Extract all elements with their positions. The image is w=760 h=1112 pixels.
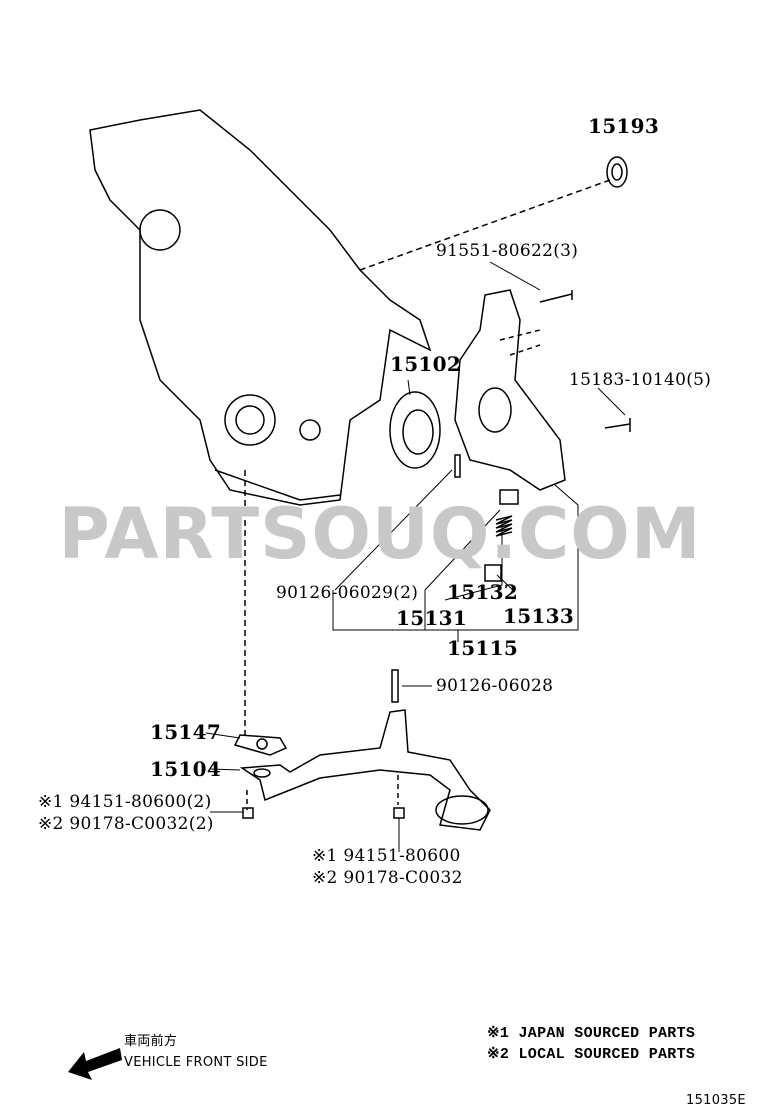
- legend-note-japan: ※1 JAPAN SOURCED PARTS: [487, 1025, 696, 1042]
- spring: [495, 515, 513, 537]
- oil-seal: [606, 156, 628, 188]
- part-label-91551-80622[interactable]: 91551-80622(3): [436, 241, 579, 261]
- vehicle-front-arrow-icon: [68, 1048, 122, 1080]
- part-label-15115[interactable]: 15115: [447, 636, 519, 660]
- part-label-nut-left-japan[interactable]: ※1 94151-80600(2): [38, 792, 212, 812]
- nut-right: [393, 807, 405, 819]
- direction-english: VEHICLE FRONT SIDE: [124, 1055, 268, 1070]
- direction-japanese: 車両前方: [124, 1034, 178, 1049]
- part-label-15104[interactable]: 15104: [150, 757, 222, 781]
- legend-note-local: ※2 LOCAL SOURCED PARTS: [487, 1046, 696, 1063]
- timing-cover: [89, 109, 432, 506]
- part-label-15193[interactable]: 15193: [588, 114, 660, 138]
- stud-90126: [391, 669, 399, 703]
- diagram-id: 151035E: [686, 1093, 746, 1108]
- part-label-nut-left-local[interactable]: ※2 90178-C0032(2): [38, 814, 214, 834]
- part-label-15132[interactable]: 15132: [447, 580, 519, 604]
- part-label-15102[interactable]: 15102: [390, 352, 462, 376]
- watermark: PARTSOUQ.COM: [58, 493, 702, 575]
- part-label-nut-right-japan[interactable]: ※1 94151-80600: [312, 846, 461, 866]
- nut-left: [242, 807, 254, 819]
- bolt-15183: [604, 418, 631, 432]
- bolt-91551: [539, 290, 573, 303]
- pump-rotor: [389, 391, 441, 469]
- part-label-90126-06028[interactable]: 90126-06028: [436, 676, 554, 696]
- part-label-15133[interactable]: 15133: [503, 604, 575, 628]
- gasket-15147: [233, 734, 288, 756]
- part-label-15183-10140[interactable]: 15183-10140(5): [569, 370, 712, 390]
- part-label-15147[interactable]: 15147: [150, 720, 222, 744]
- oil-pump-body: [454, 289, 566, 491]
- part-label-15131[interactable]: 15131: [396, 606, 468, 630]
- oil-strainer: [239, 709, 491, 831]
- part-label-90126-06029[interactable]: 90126-06029(2): [276, 583, 419, 603]
- part-label-nut-right-local[interactable]: ※2 90178-C0032: [312, 868, 463, 888]
